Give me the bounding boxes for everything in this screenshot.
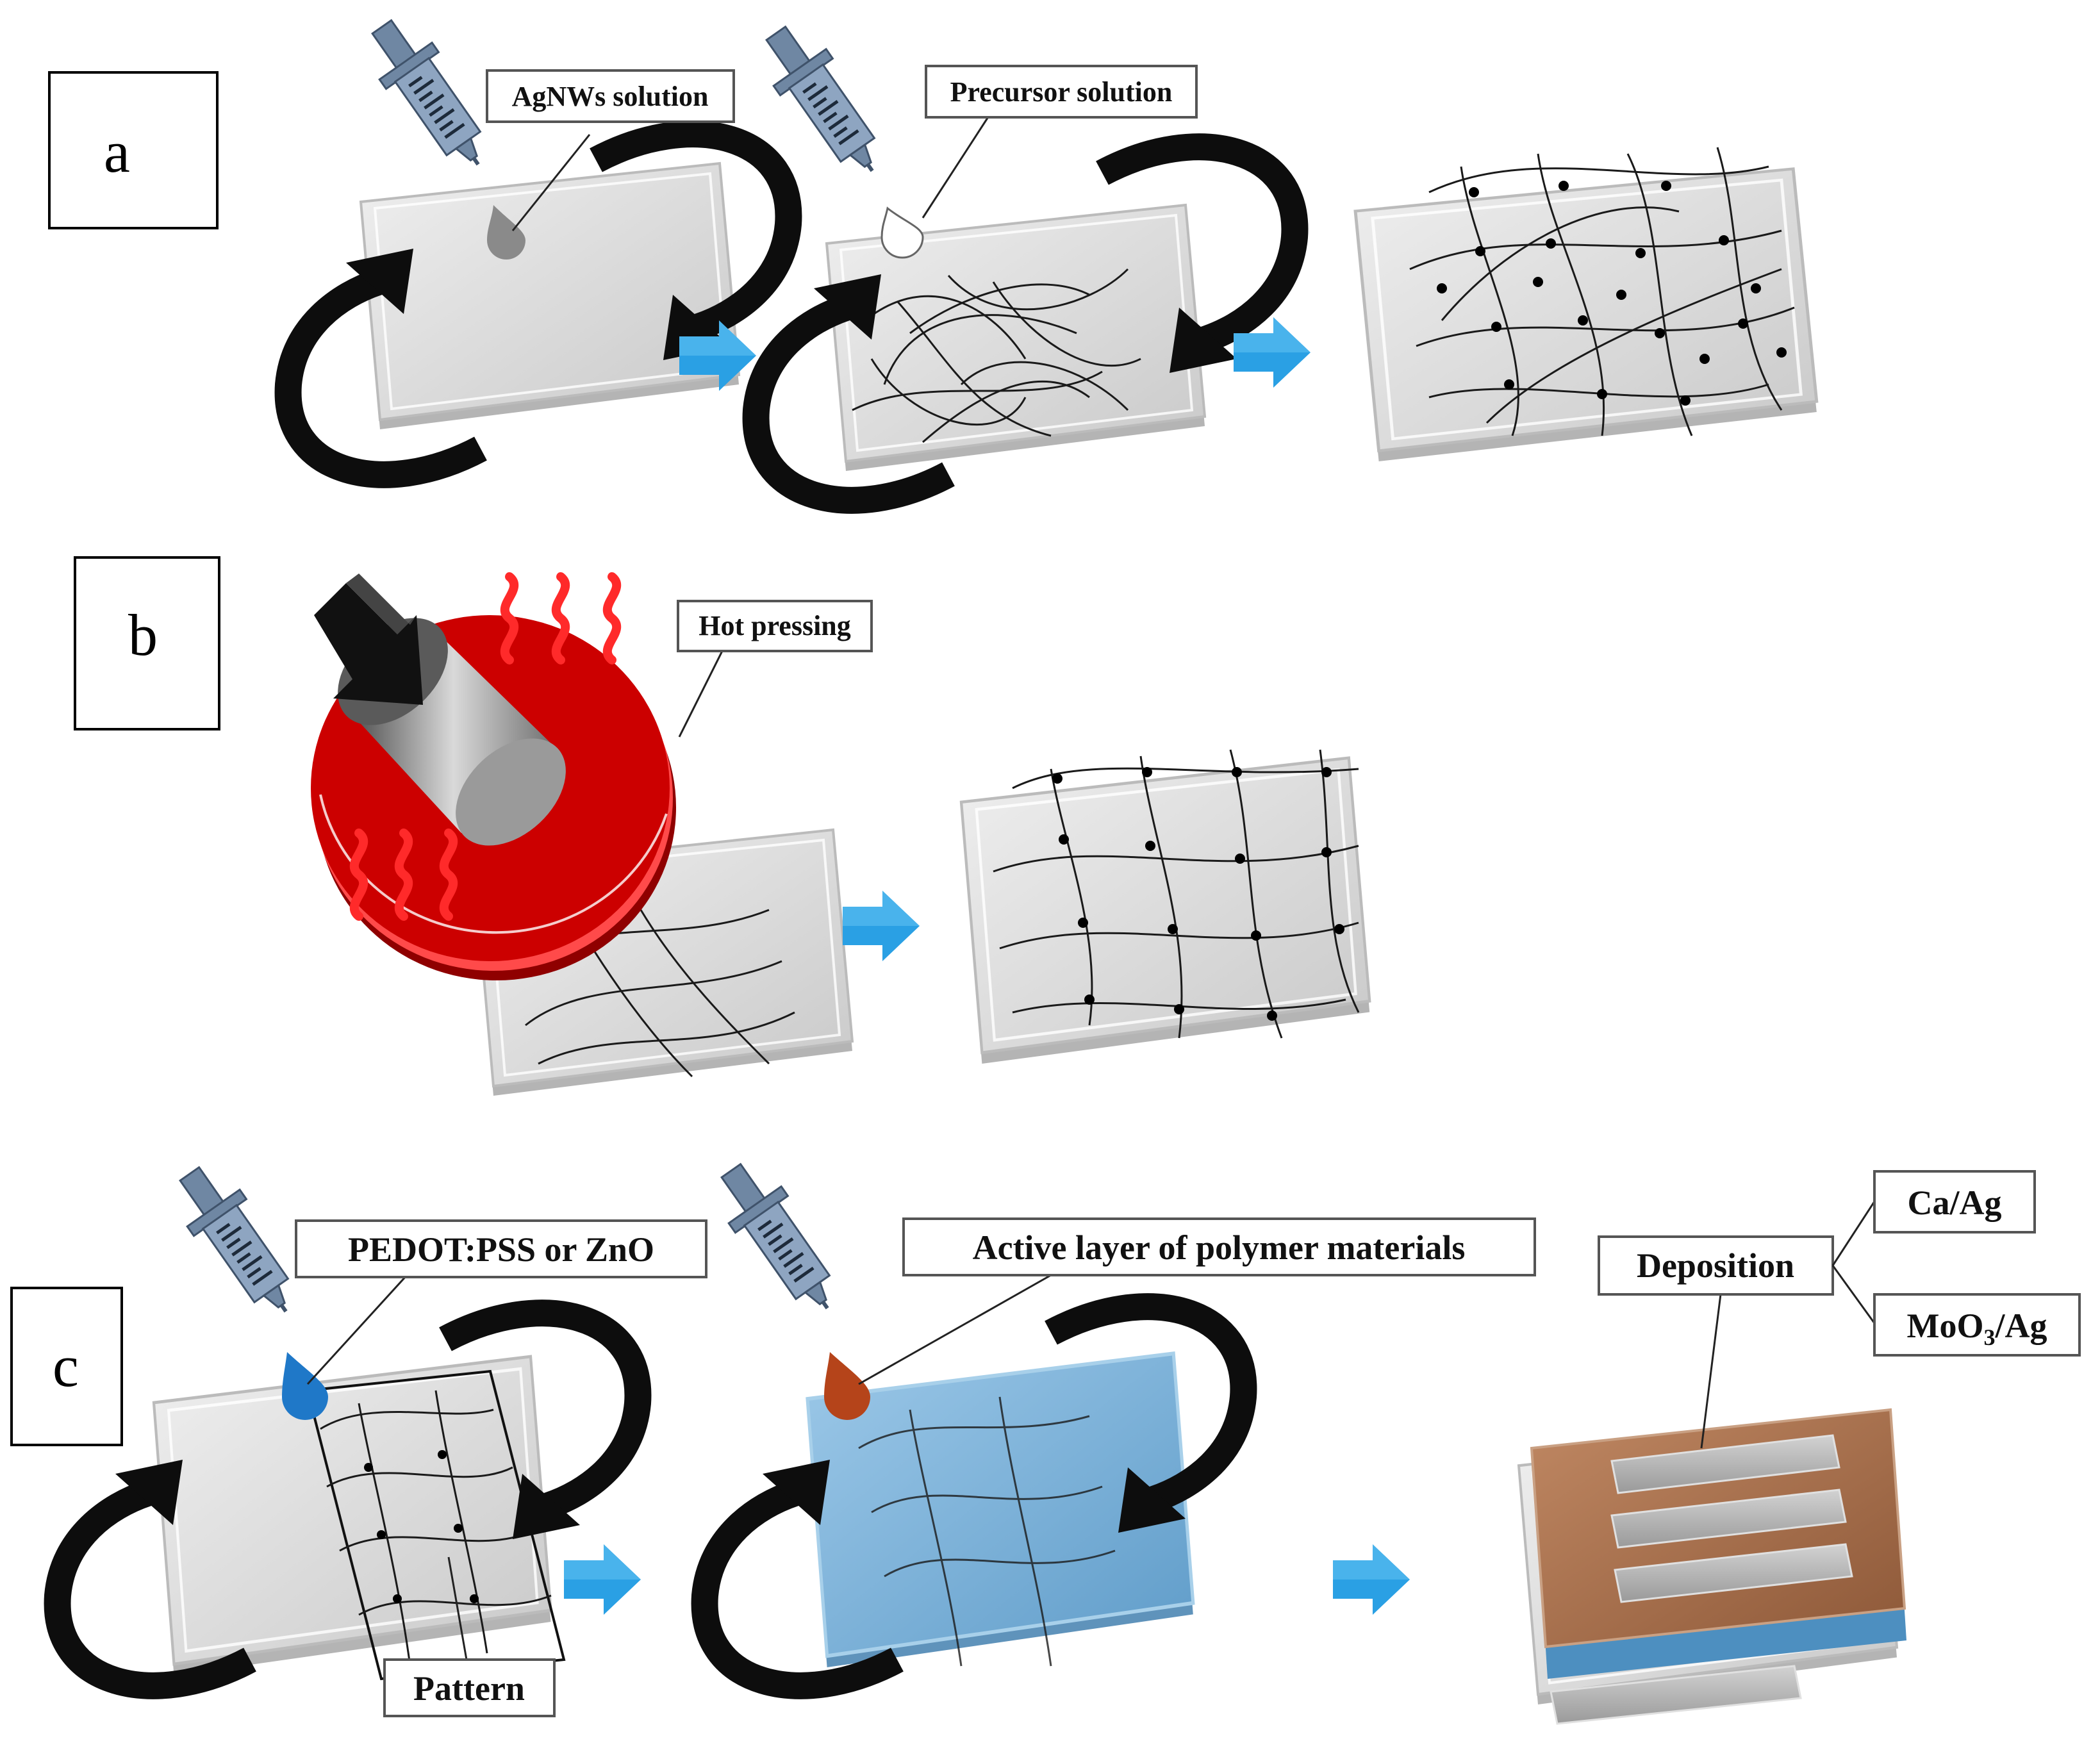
- substrate-a1: [360, 162, 740, 431]
- weld-points: [1052, 767, 1344, 1021]
- nanowire-network: [858, 1396, 1116, 1667]
- pattern-region: [306, 1369, 566, 1681]
- syringe-icon: [356, 8, 504, 183]
- label-moo3-ag: MoO3/Ag: [1907, 1307, 2047, 1350]
- label-box-pedot: [295, 1219, 707, 1278]
- label-leader: [922, 113, 991, 219]
- label-leader: [511, 134, 591, 231]
- label-precursor-solution: Precursor solution: [950, 76, 1173, 108]
- label-active-layer: Active layer of polymer materials: [973, 1228, 1466, 1267]
- label-leader: [306, 1274, 408, 1385]
- substrate-c1: [154, 1357, 551, 1676]
- flow-arrow-icon: [1333, 1544, 1410, 1615]
- nanowire-network-welded: [993, 749, 1360, 1039]
- label-box-ca-ag: [1873, 1170, 2036, 1234]
- flow-arrow-icon: [564, 1544, 641, 1615]
- label-hot-pressing: Hot pressing: [699, 610, 851, 641]
- weld-points: [1437, 181, 1787, 406]
- branch-line-ca: [1831, 1201, 1876, 1266]
- label-leader: [678, 647, 725, 738]
- label-box-active-layer: [902, 1217, 1536, 1276]
- label-pattern: Pattern: [413, 1669, 525, 1708]
- panel-a: a AgNWs solution Precurso: [48, 8, 1817, 500]
- hot-press: [311, 573, 676, 980]
- label-leader: [1700, 1294, 1722, 1449]
- label-box-pattern: [383, 1658, 556, 1717]
- substrate-c2: [806, 1351, 1195, 1667]
- substrate-b2: [961, 758, 1369, 1064]
- panel-a-letter: a: [104, 119, 130, 185]
- label-box-agnws: [486, 69, 735, 123]
- branch-line-moo3: [1831, 1265, 1876, 1324]
- panel-a-label-box: [48, 71, 219, 229]
- substrate-a3: [1355, 169, 1817, 462]
- label-agnws-solution: AgNWs solution: [512, 81, 709, 112]
- label-ca-ag: Ca/Ag: [1908, 1184, 2002, 1222]
- nanowire-network: [320, 1390, 552, 1667]
- flow-arrow-icon: [843, 891, 920, 961]
- syringe-icon: [705, 1152, 854, 1326]
- device-stack: [1519, 1408, 1906, 1725]
- weld-points: [364, 1450, 479, 1603]
- heat-wave-icon: [608, 577, 616, 660]
- label-box-precursor: [925, 65, 1198, 119]
- panel-b: b: [74, 556, 1369, 1097]
- droplet-icon: [824, 1352, 870, 1420]
- label-box-hot-pressing: [677, 600, 873, 652]
- panel-c-letter: c: [53, 1333, 79, 1399]
- droplet-icon: [282, 1352, 328, 1420]
- label-box-deposition: [1598, 1235, 1834, 1296]
- label-box-moo3-ag: [1873, 1293, 2081, 1357]
- label-pedot-pss-or-zno: PEDOT:PSS or ZnO: [348, 1230, 654, 1269]
- droplet-icon: [487, 205, 525, 260]
- press-arrow-icon: [314, 573, 423, 705]
- label-deposition: Deposition: [1637, 1246, 1794, 1285]
- nanowire-network: [852, 268, 1141, 443]
- syringe-icon: [163, 1155, 312, 1330]
- panel-c-label-box: [10, 1287, 123, 1446]
- panel-b-label-box: [74, 556, 220, 730]
- panel-b-letter: b: [128, 602, 158, 668]
- label-leader: [858, 1274, 1052, 1385]
- panel-c: c PEDOT:PSS or ZnO Pattern: [10, 1152, 2081, 1725]
- label-leader: [447, 1556, 468, 1660]
- droplet-icon: [881, 206, 924, 259]
